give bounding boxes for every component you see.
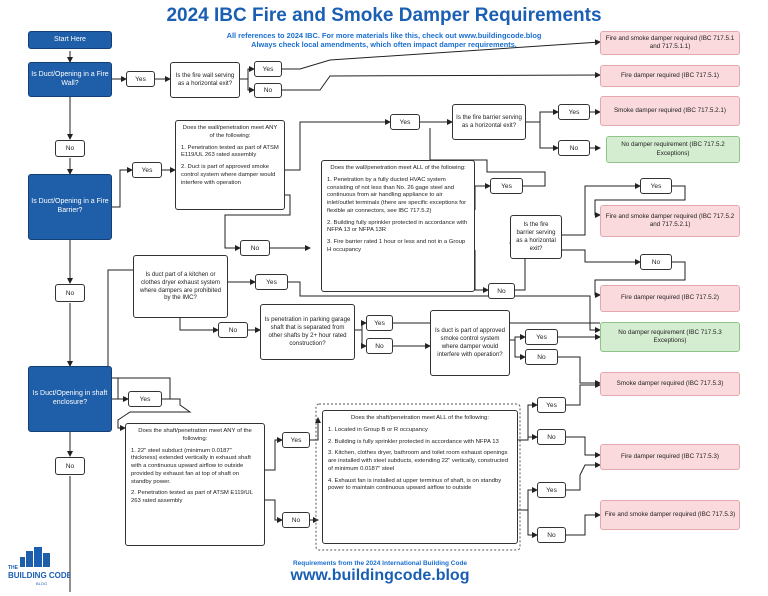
criteria-item: 2. Penetration tested as part of ATSM E1… <box>131 490 253 505</box>
outcome-box: Fire damper required (IBC 717.5.3) <box>600 444 740 470</box>
yes-label: Yes <box>366 315 393 331</box>
no-label: No <box>488 283 515 299</box>
yes-label: Yes <box>128 391 162 407</box>
criteria-item: 3. Fire barrier rated 1 hour or less and… <box>327 239 466 254</box>
criteria-item: 3. Kitchen, clothes dryer, bathroom and … <box>328 450 509 472</box>
fb-any-criteria: Does the wall/penetration meet ANY of th… <box>175 120 285 210</box>
criteria-heading: Does the wall/penetration meet ANY of th… <box>182 125 278 139</box>
criteria-heading: Does the shaft/penetration meet ALL of t… <box>351 415 489 421</box>
no-label: No <box>525 349 558 365</box>
outcome-box: No damper requirement (IBC 717.5.3 Excep… <box>600 322 740 352</box>
no-label: No <box>55 457 85 475</box>
shaft-all-criteria: Does the shaft/penetration meet ALL of t… <box>322 410 518 544</box>
no-label: No <box>558 140 590 156</box>
outcome-box: Smoke damper required (IBC 717.5.2.1) <box>600 96 740 126</box>
outcome-box: Smoke damper required (IBC 717.5.3) <box>600 372 740 396</box>
outcome-box: Fire and smoke damper required (IBC 717.… <box>600 205 740 237</box>
outcome-box: Fire damper required (IBC 717.5.1) <box>600 65 740 87</box>
no-label: No <box>254 83 282 98</box>
parking-garage-question: Is penetration in parking garage shaft t… <box>260 304 355 360</box>
smoke-control-question: Is duct is part of approved smoke contro… <box>430 310 510 376</box>
fire-barrier-question: Is Duct/Opening in a Fire Barrier? <box>28 174 112 240</box>
no-label: No <box>640 254 672 270</box>
no-label: No <box>240 240 270 256</box>
criteria-item: 1. Penetration by a fully ducted HVAC sy… <box>327 176 467 214</box>
yes-label: Yes <box>558 104 590 120</box>
footer-url[interactable]: www.buildingcode.blog <box>290 567 470 584</box>
yes-label: Yes <box>640 178 672 194</box>
fw-horizontal-exit-question: Is the fire wall serving as a horizontal… <box>170 62 240 98</box>
yes-label: Yes <box>537 482 566 498</box>
outcome-box: Fire damper required (IBC 717.5.2) <box>600 285 740 312</box>
footer-caption: Requirements from the 2024 International… <box>292 560 468 567</box>
yes-label: Yes <box>282 432 310 448</box>
criteria-item: 2. Building is fully sprinkler protected… <box>328 438 499 445</box>
criteria-heading: Does the wall/penetration meet ALL of th… <box>330 165 466 171</box>
fire-wall-question: Is Duct/Opening in a Fire Wall? <box>28 62 112 97</box>
yes-label: Yes <box>132 162 162 178</box>
logo-line-2: BUILDING CODE <box>8 571 70 580</box>
criteria-item: 4. Exhaust fan is installed at upper ter… <box>328 477 502 492</box>
subtitle-line-1: All references to 2024 IBC. For more mat… <box>226 31 542 40</box>
yes-label: Yes <box>126 71 155 87</box>
criteria-heading: Does the shaft/penetration meet ANY of t… <box>138 428 252 442</box>
no-label: No <box>218 322 248 338</box>
building-code-blog-logo: THE BUILDING CODE BLOG <box>6 545 73 589</box>
fb-horizontal-exit-question-mid: Is the fire barrier serving as a horizon… <box>510 215 562 259</box>
shaft-any-criteria: Does the shaft/penetration meet ANY of t… <box>125 423 265 546</box>
criteria-item: 2. Duct is part of approved smoke contro… <box>181 164 276 186</box>
criteria-item: 1. Located in Group B or R occupancy <box>328 426 428 433</box>
yes-label: Yes <box>490 178 523 194</box>
page-title: 2024 IBC Fire and Smoke Damper Requireme… <box>166 5 602 26</box>
no-label: No <box>366 338 393 354</box>
criteria-item: 1. 22" steel subduct (minimum 0.0187" th… <box>131 447 251 485</box>
fb-all-criteria: Does the wall/penetration meet ALL of th… <box>321 160 475 292</box>
yes-label: Yes <box>525 329 558 345</box>
logo-line-1: THE <box>8 565 19 571</box>
fb-horizontal-exit-question-top: Is the fire barrier serving as a horizon… <box>452 104 526 140</box>
start-node: Start Here <box>28 31 112 49</box>
yes-label: Yes <box>254 61 282 77</box>
no-label: No <box>55 284 85 302</box>
no-label: No <box>282 512 310 528</box>
criteria-item: 1. Penetration tested as part of ATSM E1… <box>181 144 279 159</box>
logo-graphic: THE BUILDING CODE BLOG <box>8 547 73 586</box>
no-label: No <box>537 429 566 445</box>
yes-label: Yes <box>255 274 288 290</box>
kitchen-exhaust-question: Is duct part of a kitchen or clothes dry… <box>133 255 228 318</box>
yes-label: Yes <box>390 114 420 130</box>
outcome-box: Fire and smoke damper required (IBC 717.… <box>600 500 740 530</box>
shaft-question: Is Duct/Opening in shaft enclosure? <box>28 366 112 432</box>
subtitle-line-2: Always check local amendments, which oft… <box>251 40 517 49</box>
no-label: No <box>537 527 566 543</box>
criteria-item: 2. Building fully sprinkler protected in… <box>327 219 468 234</box>
outcome-box: No damper requirement (IBC 717.5.2 Excep… <box>606 136 740 163</box>
logo-line-3: BLOG <box>36 581 47 586</box>
no-label: No <box>55 140 85 157</box>
outcome-box: Fire and smoke damper required (IBC 717.… <box>600 31 740 55</box>
yes-label: Yes <box>537 397 566 413</box>
